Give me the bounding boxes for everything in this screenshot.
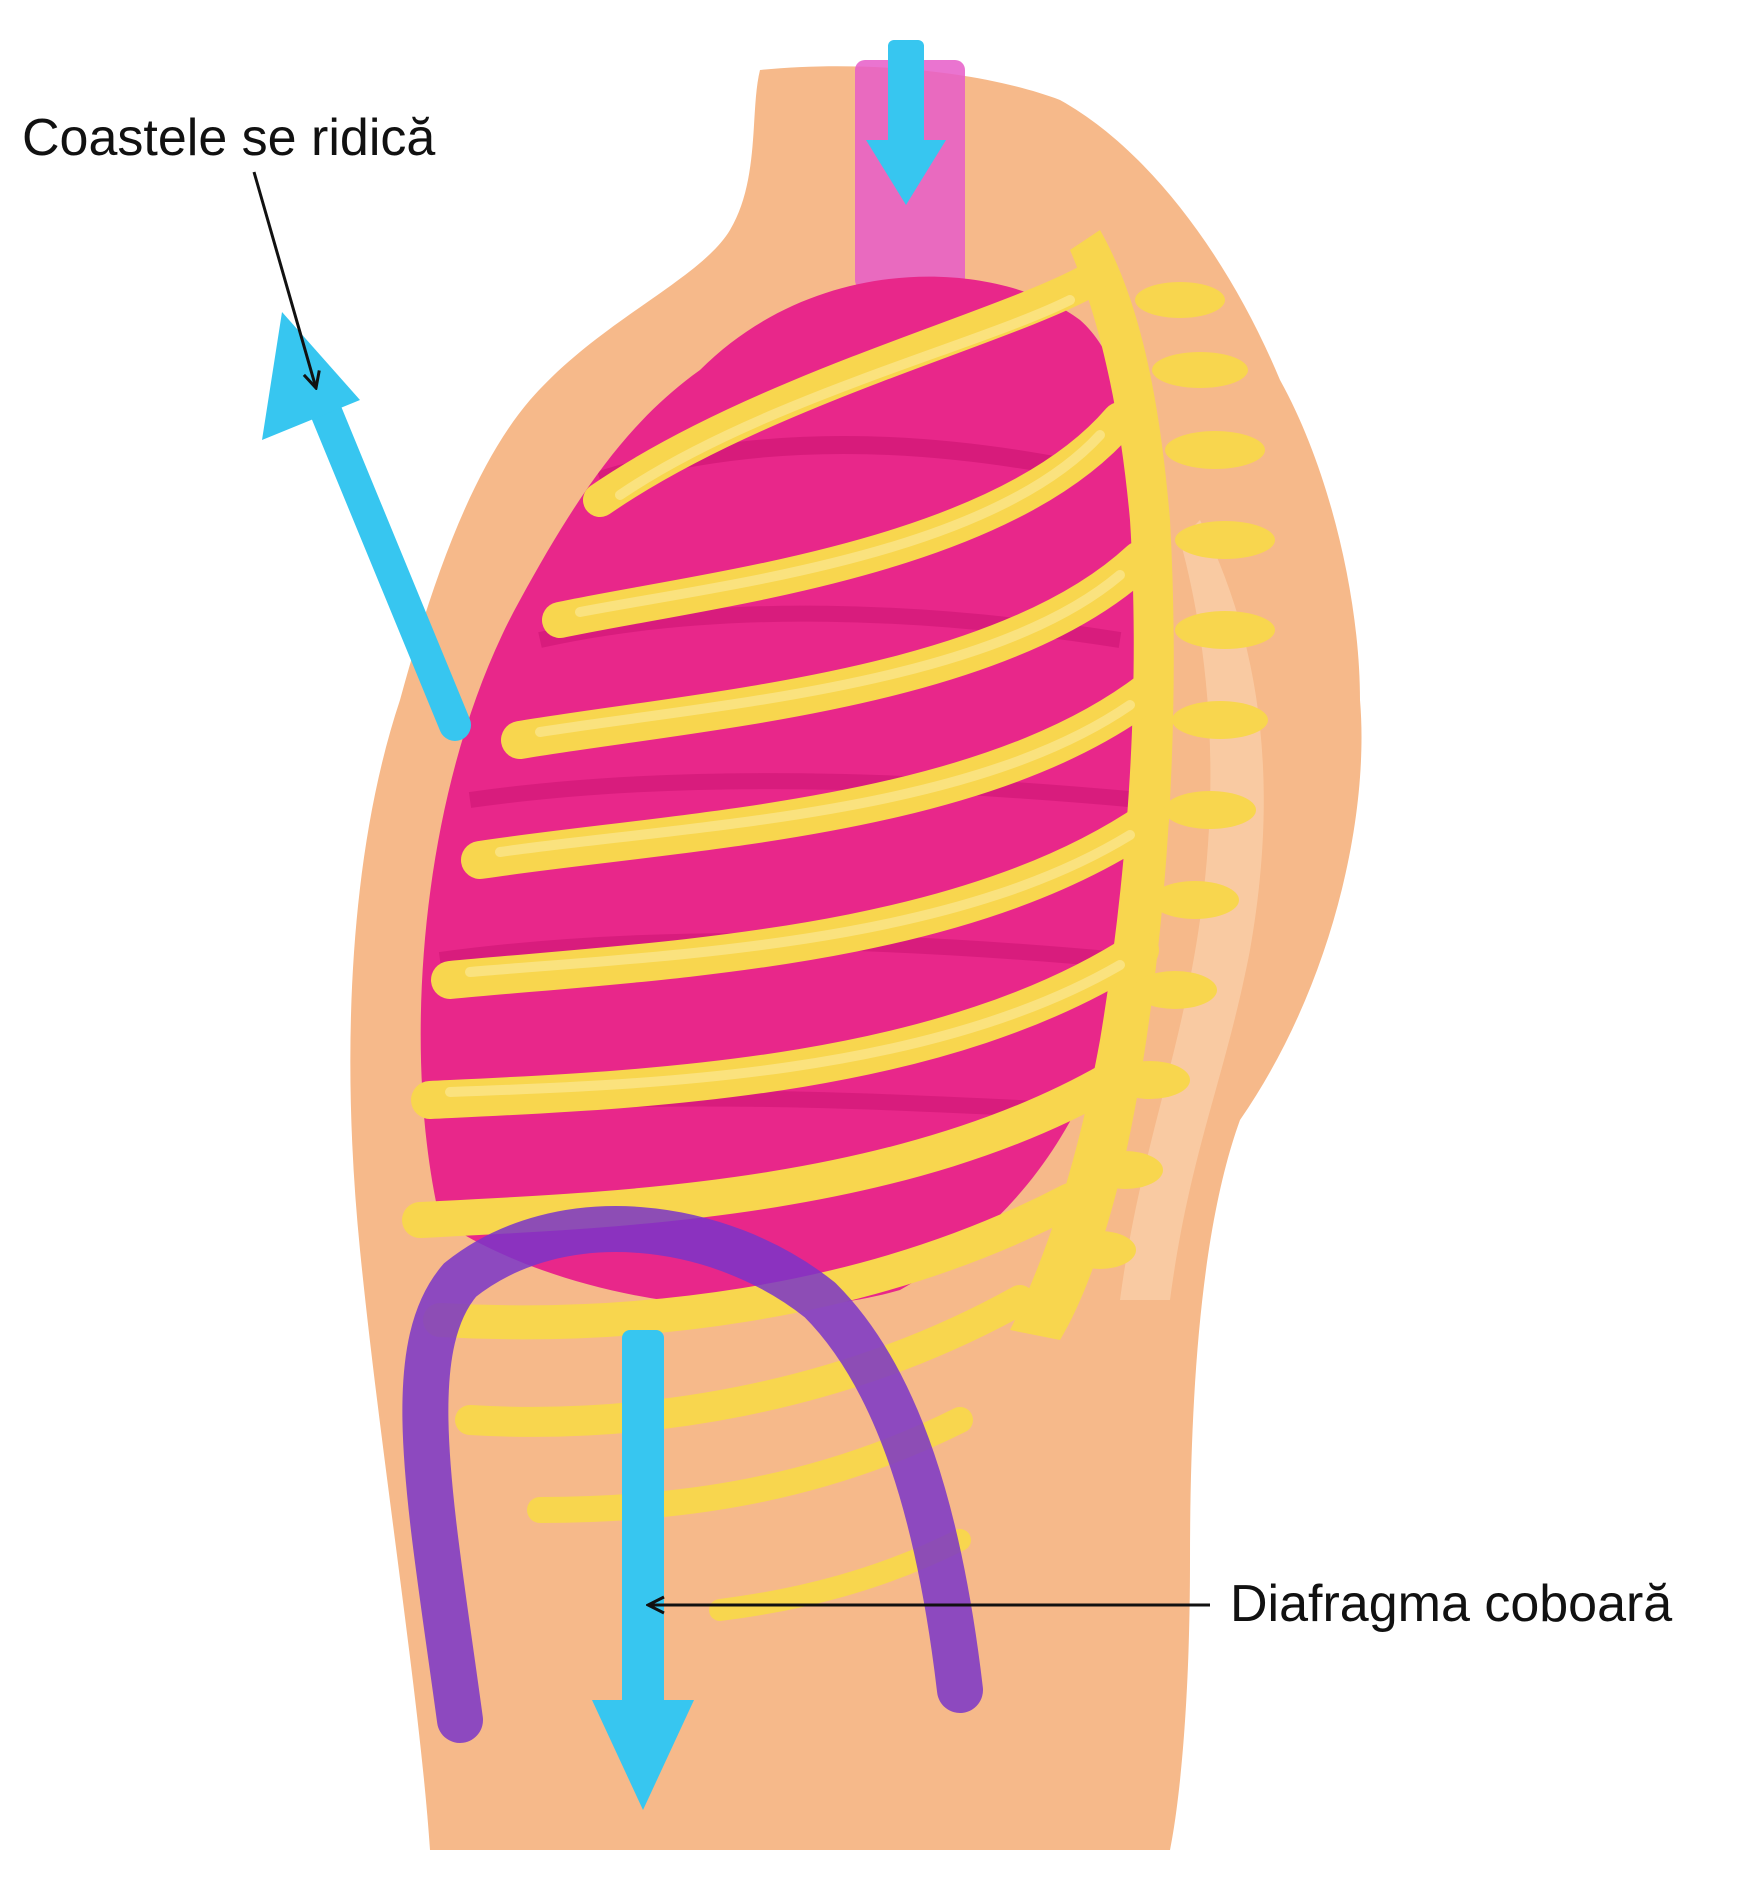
- rib-1: [583, 263, 1107, 517]
- ribs-label: Coastele se ridică: [22, 109, 436, 167]
- diaphragm-motion-arrow: [592, 1330, 694, 1810]
- diaphragm-label: Diafragma coboară: [1230, 1575, 1673, 1633]
- rib-highlights: [445, 295, 1135, 1097]
- diaphragm-curve: [402, 1206, 983, 1743]
- ribs-leader-line: [252, 171, 316, 388]
- rib-7: [402, 1062, 1128, 1238]
- ribs-motion-arrow: [262, 312, 471, 741]
- rib-9: [455, 1285, 1035, 1437]
- rib-8: [423, 1183, 1087, 1340]
- spine: [1010, 230, 1275, 1340]
- air-inflow-arrow: [866, 40, 946, 205]
